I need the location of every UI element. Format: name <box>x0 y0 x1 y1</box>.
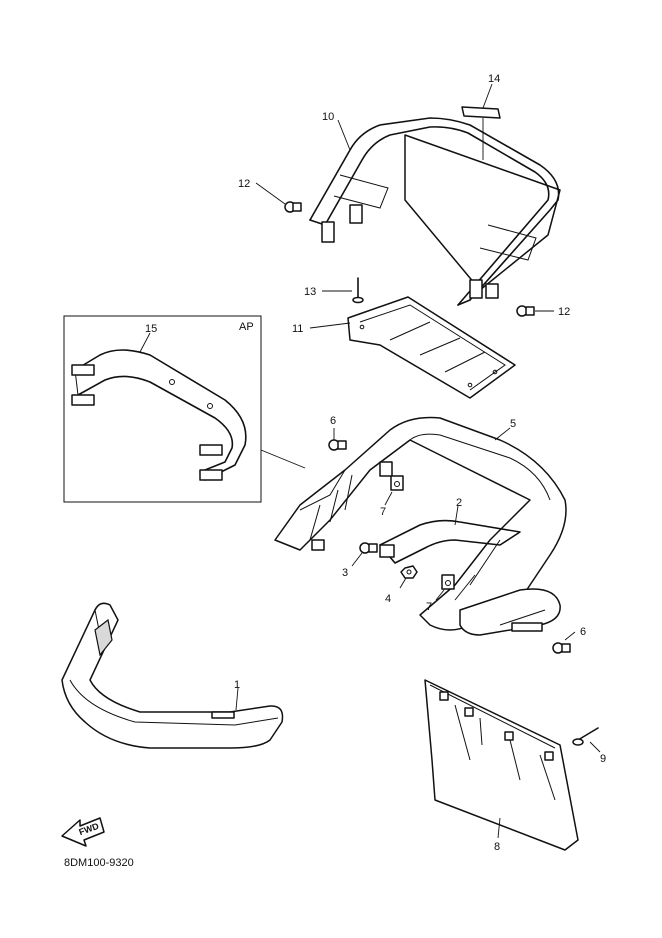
callout-13: 13 <box>304 286 316 298</box>
part-12-bolt-left <box>255 182 302 213</box>
part-7-clip-lower <box>435 574 455 601</box>
part-10-upper-rack <box>309 117 561 306</box>
callout-12-right: 12 <box>558 306 570 318</box>
part-13-rivet <box>322 277 364 304</box>
callout-7-lower: 7 <box>426 601 432 613</box>
callout-6-lower: 6 <box>580 626 586 638</box>
callout-7-upper: 7 <box>380 506 386 518</box>
part-12-bolt-right <box>516 305 554 317</box>
fwd-arrow-icon: FWD <box>61 817 105 847</box>
part-9-rivet <box>572 727 601 753</box>
callout-2: 2 <box>456 497 462 509</box>
part-7-clip-upper <box>384 475 404 506</box>
callout-3: 3 <box>342 567 348 579</box>
part-5-rear-fender <box>274 416 567 631</box>
part-8-mud-flap <box>424 679 579 851</box>
callout-9: 9 <box>600 753 606 765</box>
callout-6-upper: 6 <box>330 415 336 427</box>
callout-12-left: 12 <box>238 178 250 190</box>
callout-15: 15 <box>145 323 157 335</box>
callout-8: 8 <box>494 841 500 853</box>
part-6-bolt-lower <box>552 631 576 654</box>
callout-4: 4 <box>385 593 391 605</box>
part-6-bolt-upper <box>328 428 347 451</box>
part-14-label <box>461 83 501 160</box>
part-2-brace <box>379 505 521 564</box>
callout-ap: AP <box>239 321 254 333</box>
part-11-bracket-plate <box>309 296 516 399</box>
callout-10: 10 <box>322 111 334 123</box>
callout-1: 1 <box>234 679 240 691</box>
part-5-lower-fender-extension <box>459 588 561 636</box>
callout-11: 11 <box>292 323 303 335</box>
callout-5: 5 <box>510 418 516 430</box>
part-4-nut <box>399 565 418 589</box>
part-3-bolt <box>351 542 378 567</box>
part-code: 8DM100-9320 <box>64 857 134 869</box>
part-1-front-bumper <box>61 602 284 749</box>
inset-box-ap <box>63 315 306 503</box>
callout-14: 14 <box>488 73 500 85</box>
